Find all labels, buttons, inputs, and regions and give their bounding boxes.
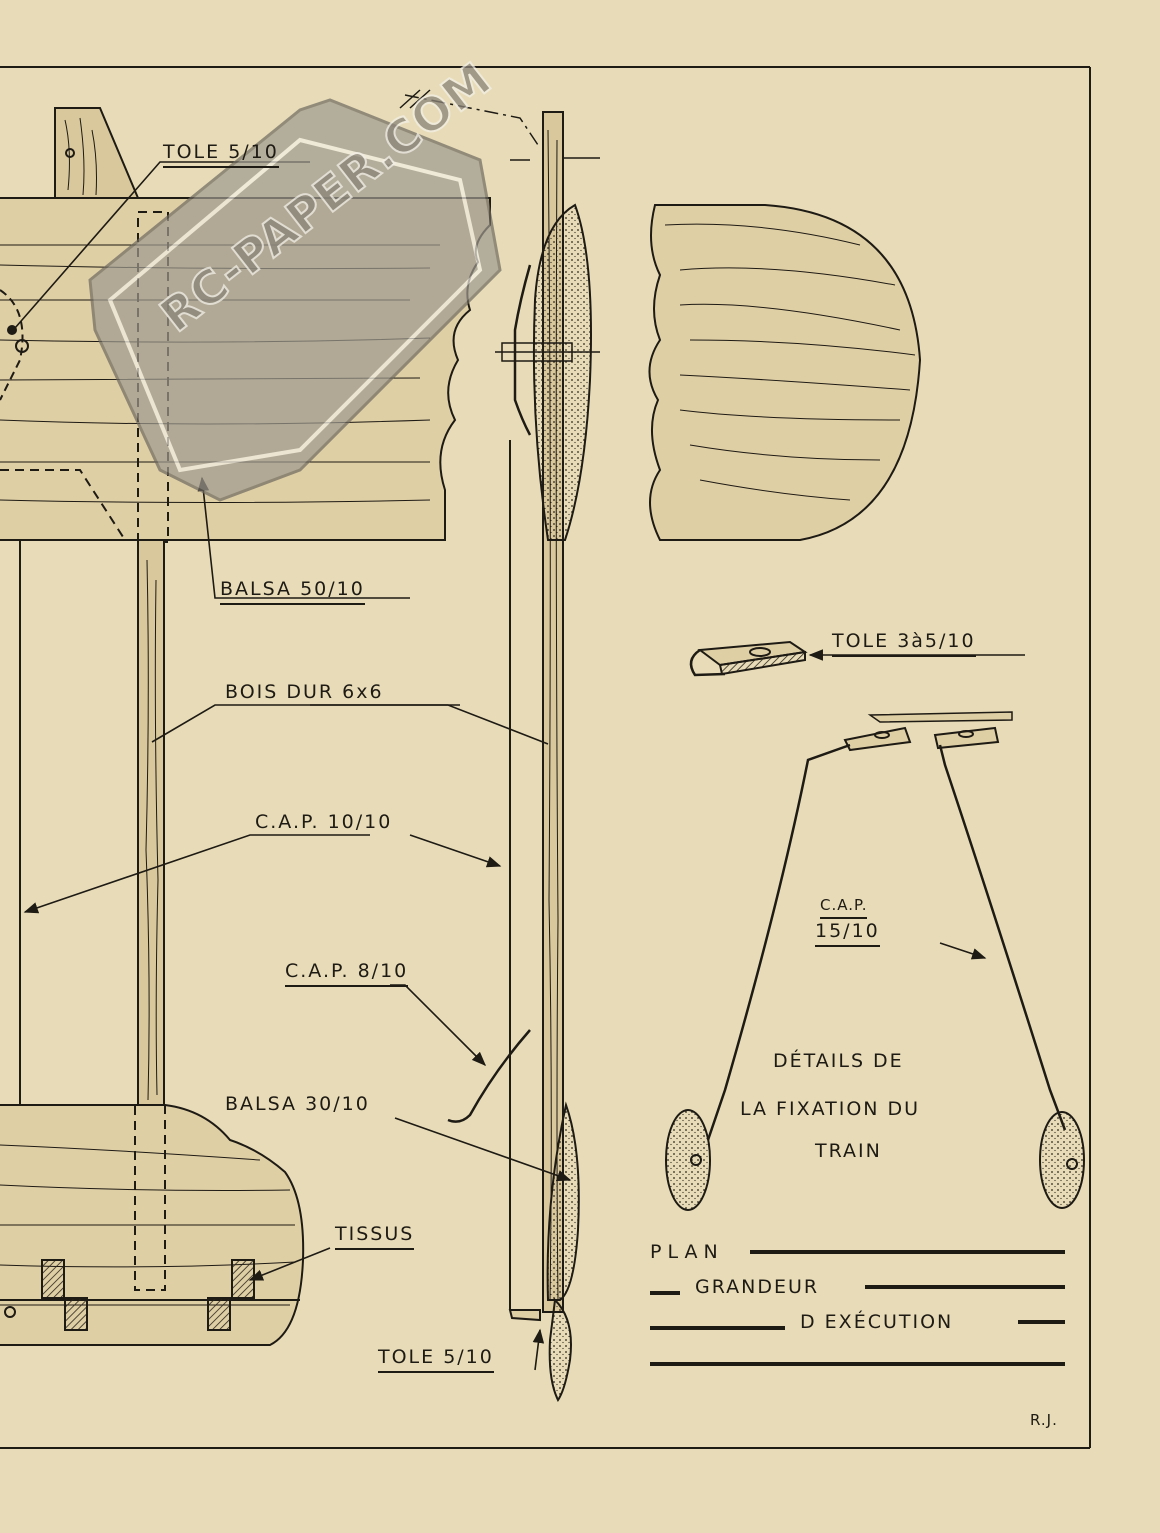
label-balsa-50: BALSA 50/10 (220, 580, 365, 605)
label-bois-dur: BOIS DUR 6x6 (225, 681, 384, 703)
watermark-stamp (88, 98, 502, 502)
label-tissus: TISSUS (335, 1225, 415, 1250)
details-line-2: LA FIXATION DU (740, 1098, 921, 1120)
balsa-30-panel (0, 1104, 305, 1346)
hardwood-strut (137, 539, 165, 1106)
details-line-1: DÉTAILS DE (773, 1050, 904, 1072)
metal-bracket (689, 640, 808, 677)
signature: R.J. (1030, 1411, 1058, 1429)
wing-section (648, 204, 922, 541)
label-tole-5-bottom: TOLE 5/10 (378, 1348, 494, 1373)
label-tole-3a5: TOLE 3à5/10 (832, 632, 976, 657)
label-tole-5-top: TOLE 5/10 (163, 143, 279, 168)
label-cap-8: C.A.P. 8/10 (285, 962, 409, 987)
top-wood-block (54, 107, 140, 199)
label-balsa-30: BALSA 30/10 (225, 1093, 370, 1115)
label-cap-15-b: 15/10 (815, 922, 880, 947)
dash-dot-leader (404, 94, 541, 149)
side-view-strip (447, 111, 600, 1402)
legend-grandeur: GRANDEUR (695, 1276, 820, 1298)
legend-lines (650, 1250, 1065, 1366)
legend-plan: PLAN (650, 1241, 724, 1263)
label-cap-15-a: C.A.P. (820, 898, 868, 919)
legend-execution: D EXÉCUTION (800, 1311, 954, 1333)
details-line-3: TRAIN (815, 1140, 882, 1162)
landing-gear (665, 711, 1085, 1211)
frame-border (0, 66, 1091, 1449)
label-cap-10: C.A.P. 10/10 (255, 811, 393, 833)
